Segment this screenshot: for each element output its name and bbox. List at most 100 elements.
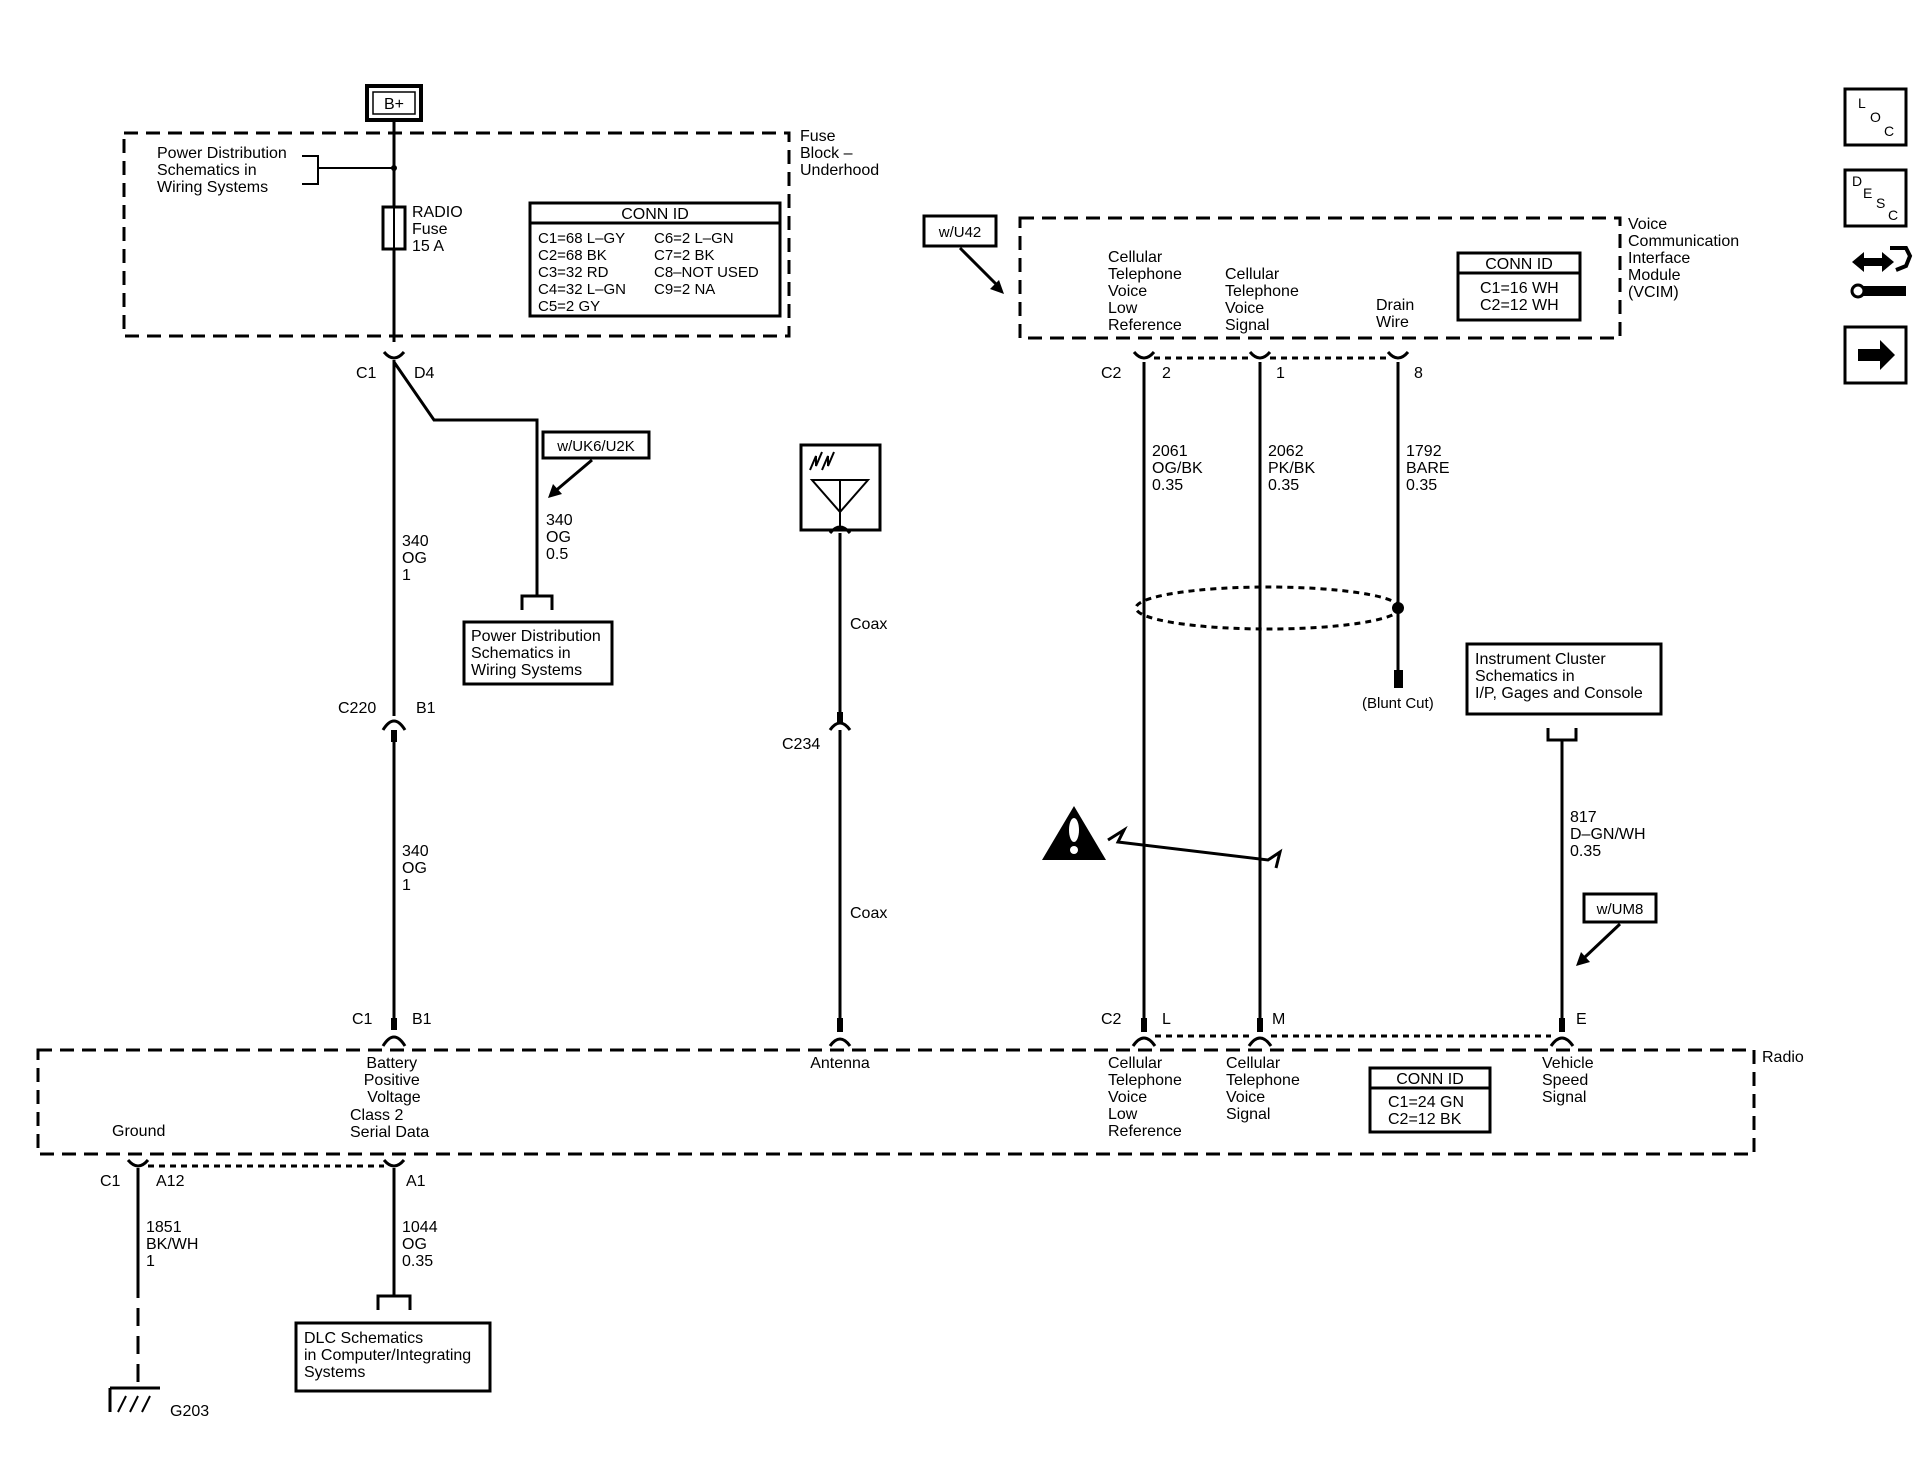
vcim-outline	[1018, 216, 1622, 340]
twisted-pair-shield	[1134, 585, 1402, 631]
connector-radio-c2-l	[1131, 1036, 1157, 1047]
svg-text:C9=2 NA: C9=2 NA	[654, 281, 715, 298]
svg-text:E: E	[1863, 185, 1872, 201]
pd-ref-branch-box[interactable]: Power Distribution Schematics in Wiring …	[462, 620, 614, 686]
radio-vss-label: Vehicle Speed Signal	[1542, 1055, 1598, 1106]
dlc-ref-box[interactable]: DLC Schematics in Computer/Integrating S…	[294, 1321, 492, 1393]
svg-text:C2=12 WH: C2=12 WH	[1480, 297, 1559, 314]
wire-1851-label: 1851 BK/WH 1	[146, 1219, 203, 1270]
svg-text:C: C	[1884, 123, 1894, 139]
svg-text:C1=24 GN: C1=24 GN	[1388, 1094, 1464, 1111]
connector-c234	[828, 721, 852, 731]
svg-text:C7=2 BK: C7=2 BK	[654, 247, 714, 264]
radio-low-ref-label: Cellular Telephone Voice Low Reference	[1108, 1055, 1186, 1140]
blunt-cut-label: (Blunt Cut)	[1362, 695, 1434, 712]
connector-end-view-icon[interactable]	[1850, 246, 1913, 299]
c220-label: C220	[338, 700, 376, 717]
option-um8-label: w/UM8	[1596, 901, 1644, 918]
svg-text:C8–NOT USED: C8–NOT USED	[654, 264, 759, 281]
twisted-pair-indicator	[1107, 825, 1283, 869]
c1-label: C1	[356, 365, 377, 382]
wire-340-branch-label: 340 OG 0.5	[546, 512, 577, 563]
radio-c1-label: C1	[352, 1011, 373, 1028]
antenna-symbol	[799, 443, 882, 532]
caution-icon[interactable]	[1042, 806, 1106, 860]
c234-label: C234	[782, 736, 820, 753]
option-um8-arrow	[1576, 952, 1590, 966]
option-um8-box	[1582, 892, 1658, 924]
svg-text:O: O	[1870, 109, 1881, 125]
option-u42-arrow	[990, 280, 1004, 294]
svg-text:CONN ID: CONN ID	[1485, 256, 1553, 273]
connector-serial-a1	[382, 1158, 406, 1168]
svg-text:Power Distribution Schem: Power Distribution Schematics in Wiring …	[471, 628, 605, 679]
blunt-cut-end	[1394, 670, 1403, 688]
vcim-pin-low-ref-label: Cellular Telephone Voice Low Reference	[1108, 249, 1186, 334]
connector-radio-c1-b1	[381, 1035, 407, 1047]
vcim-pin2-label: 2	[1162, 365, 1171, 382]
svg-text:C2=68 BK: C2=68 BK	[538, 247, 607, 264]
radio-b1-label: B1	[412, 1011, 432, 1028]
svg-text:CONN ID: CONN ID	[1396, 1071, 1464, 1088]
vcim-name: Voice Communication Interface Module (VC…	[1628, 216, 1744, 301]
instrument-cluster-ref-box[interactable]: Instrument Cluster Schematics in I/P, Ga…	[1465, 642, 1663, 716]
radio-signal-label: Cellular Telephone Voice Signal	[1226, 1055, 1304, 1123]
connector-ground-c1-a12	[126, 1158, 150, 1168]
desc-button[interactable]: D E S C	[1843, 168, 1908, 228]
vcim-pin1-label: 1	[1276, 365, 1285, 382]
serial-a1-label: A1	[406, 1173, 426, 1190]
radio-pin-e: E	[1576, 1011, 1587, 1028]
radio-pin-l: L	[1162, 1011, 1171, 1028]
radio-c2-label: C2	[1101, 1011, 1122, 1028]
fuse-block-conn-id-table: CONN ID C1=68 L–GY C6=2 L–GN C2=68 BK C7…	[528, 201, 782, 318]
vcim-conn-id-table: CONN ID C1=16 WH C2=12 WH	[1456, 251, 1582, 322]
radio-antenna-label: Antenna	[810, 1055, 870, 1072]
wire-340-branch[interactable]	[392, 361, 539, 596]
coax-lower-label: Coax	[850, 905, 887, 922]
svg-text:D: D	[1852, 173, 1862, 189]
wire-340-lower-label: 340 OG 1	[402, 843, 433, 894]
c220-b1-label: B1	[416, 700, 436, 717]
svg-text:C1=16 WH: C1=16 WH	[1480, 280, 1559, 297]
wire-2062-label: 2062 PK/BK 0.35	[1268, 443, 1320, 494]
svg-text:C3=32 RD: C3=32 RD	[538, 264, 609, 281]
next-page-arrow-icon[interactable]	[1843, 325, 1908, 385]
ground-c1-label: C1	[100, 1173, 121, 1190]
radio-conn-id-table: CONN ID C1=24 GN C2=12 BK	[1368, 1066, 1492, 1134]
option-uk6-u2k-label: w/UK6/U2K	[556, 438, 635, 455]
wire-340-upper-label: 340 OG 1	[402, 533, 433, 584]
svg-text:C4=32 L–GN: C4=32 L–GN	[538, 281, 626, 298]
fuse-block-name: Fuse Block – Underhood	[800, 128, 879, 179]
branch-terminal	[520, 594, 554, 610]
cluster-terminal	[1546, 728, 1578, 742]
connector-c220	[381, 719, 407, 731]
svg-text:C5=2 GY: C5=2 GY	[538, 298, 600, 315]
radio-outline	[36, 1048, 1756, 1156]
radio-fuse-label: RADIO Fuse 15 A	[412, 204, 467, 255]
svg-text:L: L	[1858, 95, 1866, 111]
ground-g203-symbol	[108, 1386, 160, 1413]
option-uk6-u2k-arrow	[548, 484, 562, 498]
svg-text:C1=68 L–GY: C1=68 L–GY	[538, 230, 625, 247]
dlc-terminal	[376, 1294, 412, 1310]
ground-a12-label: A12	[156, 1173, 185, 1190]
connector-c1-d4	[382, 350, 406, 360]
svg-text:Instrument Cluster Schem: Instrument Cluster Schematics in I/P, Ga…	[1475, 651, 1643, 702]
pd-ref-in-fuse-block[interactable]: Power Distribution Schematics in Wiring …	[157, 145, 291, 196]
loc-button[interactable]: L O C	[1843, 87, 1908, 147]
radio-name: Radio	[1762, 1049, 1804, 1066]
svg-text:CONN ID: CONN ID	[621, 206, 689, 223]
svg-text:S: S	[1876, 195, 1885, 211]
wire-1044-label: 1044 OG 0.35	[402, 1219, 442, 1270]
g203-label: G203	[170, 1403, 209, 1420]
radio-serial-data-label: Class 2 Serial Data	[350, 1107, 429, 1141]
fuse-block-outline	[122, 131, 791, 338]
wire-2061-label: 2061 OG/BK 0.35	[1152, 443, 1207, 494]
option-u42-label: w/U42	[938, 224, 982, 241]
vcim-pin-drain-label: Drain Wire	[1376, 297, 1419, 331]
wire-1792-label: 1792 BARE 0.35	[1406, 443, 1454, 494]
vcim-pin-signal-label: Cellular Telephone Voice Signal	[1225, 266, 1303, 334]
bplus-source[interactable]: B+	[365, 84, 423, 122]
coax-upper-label: Coax	[850, 616, 887, 633]
radio-ground-label: Ground	[112, 1123, 165, 1140]
